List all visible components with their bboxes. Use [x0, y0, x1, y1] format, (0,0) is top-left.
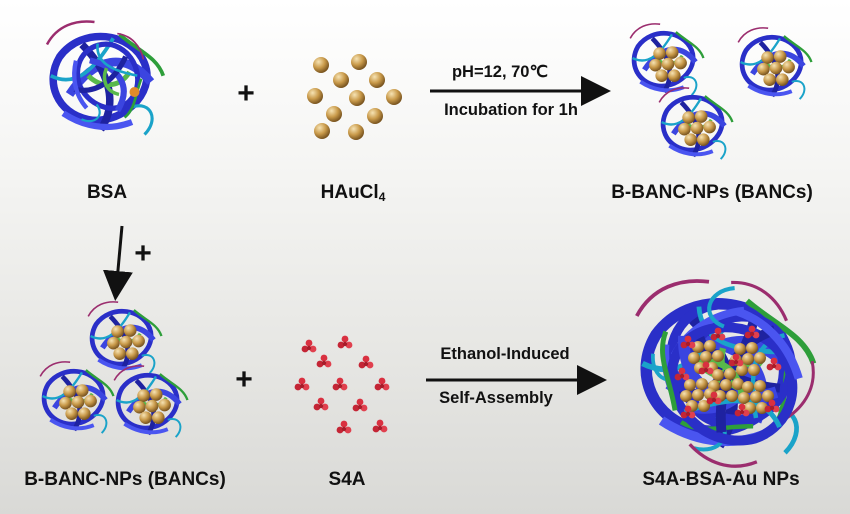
banc-bottom-label: B-BANC-NPs (BANCs): [24, 469, 226, 490]
top-condition-line1: pH=12, 70℃: [451, 63, 549, 81]
top-condition-line2: Incubation for 1h: [444, 101, 578, 119]
down-reaction-arrow: [102, 225, 133, 301]
haucl4-label-main: HAuCl: [320, 182, 379, 203]
plus-operator-down: +: [134, 237, 152, 270]
bottom-condition-line1: Ethanol-Induced: [440, 345, 570, 363]
haucl4-label: HAuCl4: [321, 182, 386, 204]
s4a-label: S4A: [328, 469, 366, 490]
banc-top-label: B-BANC-NPs (BANCs): [611, 182, 813, 203]
plus-operator-bottom: +: [235, 363, 253, 396]
plus-operator-top: +: [237, 77, 255, 110]
product-image: [620, 268, 833, 485]
product-label: S4A-BSA-Au NPs: [642, 469, 800, 490]
bottom-condition-line2: Self-Assembly: [439, 389, 553, 407]
s4a-molecules: [294, 335, 390, 434]
banc-bottom-image: [40, 302, 187, 437]
bsa-protein-image: [47, 21, 163, 134]
banc-top-image: [630, 24, 811, 159]
bsa-label: BSA: [86, 182, 128, 203]
haucl4-label-subscript: 4: [378, 190, 386, 204]
haucl4-spheres: [307, 54, 402, 140]
